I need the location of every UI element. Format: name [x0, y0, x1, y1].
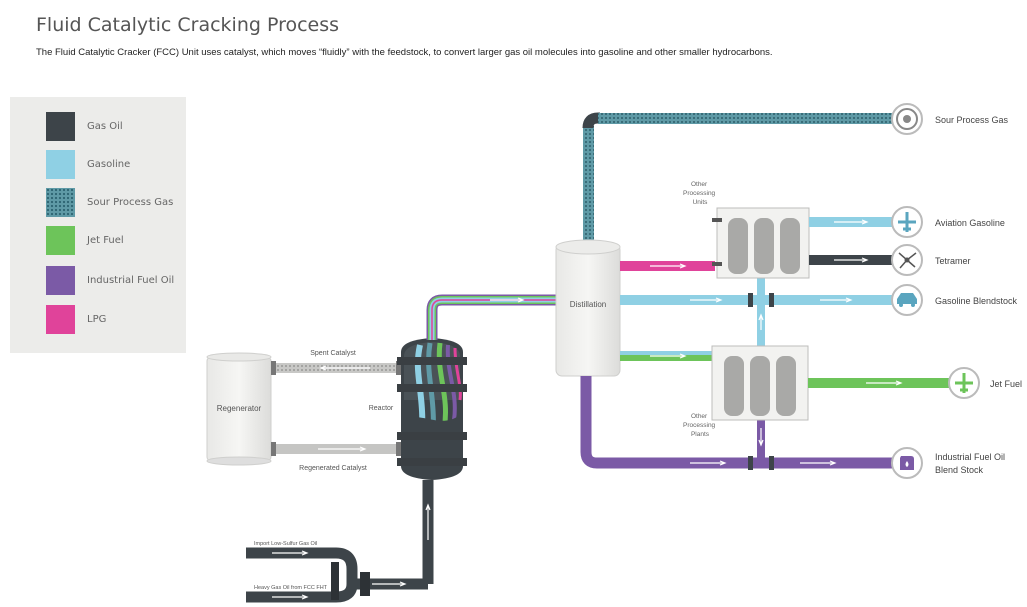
distillation-output-lines — [580, 261, 892, 469]
catalyst-lines — [271, 361, 401, 456]
reactor-label: Reactor — [369, 405, 394, 412]
page-subtitle: The Fluid Catalytic Cracker (FCC) Unit u… — [36, 47, 773, 58]
airplane-icon — [891, 206, 923, 238]
spent-catalyst-label: Spent Catalyst — [310, 350, 356, 357]
plants-label-line: Plants — [691, 431, 710, 438]
airplane-icon — [948, 367, 980, 399]
plants-label-line: Processing — [683, 422, 716, 429]
units-label-line: Units — [693, 199, 709, 206]
units-label-line: Processing — [683, 190, 716, 197]
page-title: Fluid Catalytic Cracking Process — [36, 14, 340, 36]
legend-label: Gas Oil — [87, 120, 123, 132]
legend-label: Industrial Fuel Oil — [87, 274, 175, 286]
product-label-line2: Blend Stock — [935, 465, 984, 475]
legend: Gas Oil Gasoline Sour Process Gas Jet Fu… — [10, 97, 186, 353]
legend-item-industrial-fuel-oil: Industrial Fuel Oil — [46, 265, 174, 295]
legend-swatch-industrial-fuel-oil — [46, 265, 75, 295]
legend-label: Sour Process Gas — [87, 196, 174, 208]
molecule-icon — [891, 244, 923, 276]
gas-oil-feed-lines — [246, 480, 434, 603]
product-label: Industrial Fuel Oil — [935, 452, 1005, 462]
legend-label: Gasoline — [87, 158, 131, 170]
car-icon — [891, 284, 923, 316]
legend-label: LPG — [87, 313, 107, 325]
legend-item-lpg: LPG — [46, 304, 106, 334]
other-processing-units-box — [712, 207, 810, 279]
product-label: Jet Fuel — [990, 379, 1022, 389]
import-gas-oil-label: Import Low-Sulfur Gas Oil — [254, 541, 317, 547]
heavy-gas-oil-label: Heavy Gas Oil from FCC FHT — [254, 585, 328, 591]
product-label: Sour Process Gas — [935, 115, 1009, 125]
legend-swatch-gasoline — [46, 149, 75, 179]
distillation-label: Distillation — [570, 300, 606, 309]
legend-item-gas-oil: Gas Oil — [46, 111, 123, 141]
product-label: Aviation Gasoline — [935, 218, 1005, 228]
other-processing-plants-box — [711, 345, 809, 421]
plants-label-line: Other — [691, 413, 708, 420]
product-lines — [808, 217, 950, 388]
reactor-vessel — [397, 338, 467, 480]
legend-swatch-jet-fuel — [46, 225, 75, 255]
legend-item-sour-process-gas: Sour Process Gas — [46, 187, 173, 217]
regenerator-vessel — [206, 352, 272, 466]
legend-label: Jet Fuel — [87, 234, 124, 246]
product-label: Gasoline Blendstock — [935, 296, 1018, 306]
unit-connectors — [748, 278, 774, 470]
product-label: Tetramer — [935, 256, 971, 266]
regenerated-catalyst-label: Regenerated Catalyst — [299, 465, 367, 472]
legend-swatch-gas-oil — [46, 111, 75, 141]
oil-drop-icon — [891, 447, 923, 479]
distillation-column — [555, 239, 621, 377]
units-label-line: Other — [691, 181, 708, 188]
regenerator-label: Regenerator — [217, 404, 262, 413]
gas-icon — [891, 103, 923, 135]
legend-swatch-lpg — [46, 304, 75, 334]
reactor-to-distillation-line — [426, 294, 556, 340]
sour-process-gas-line — [582, 112, 893, 244]
legend-swatch-sour-process-gas — [46, 187, 75, 217]
other-processing-units-label: Other Processing Units — [683, 181, 717, 206]
legend-item-jet-fuel: Jet Fuel — [46, 225, 124, 255]
legend-item-gasoline: Gasoline — [46, 149, 130, 179]
other-processing-plants-label: Other Processing Plants — [683, 413, 717, 438]
